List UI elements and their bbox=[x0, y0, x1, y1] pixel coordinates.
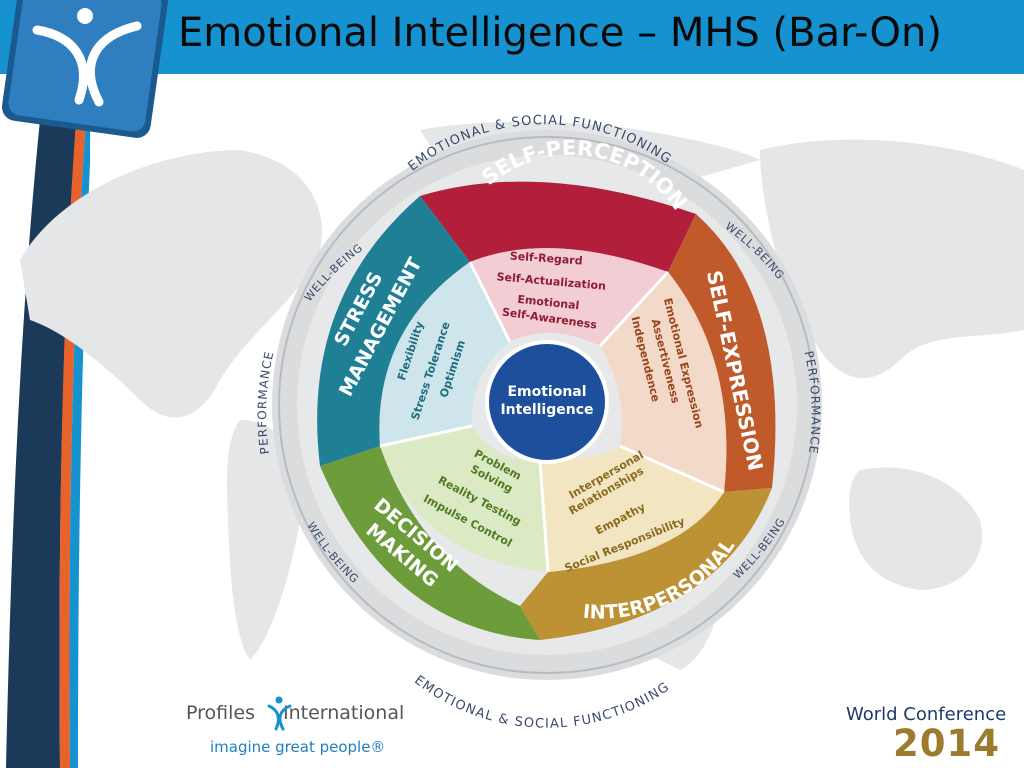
figure-logo-icon bbox=[32, 8, 142, 107]
segment-stress-management bbox=[317, 196, 470, 466]
label-emotional-social-bottom: EMOTIONAL & SOCIAL FUNCTIONING bbox=[411, 673, 672, 732]
inner-self-perception bbox=[470, 248, 668, 346]
brand-name-right: International bbox=[282, 702, 405, 724]
inner-decision-making bbox=[380, 426, 548, 572]
brand-logo-tile bbox=[1, 0, 169, 138]
title-bar bbox=[0, 0, 1024, 74]
subscale-emotional: Emotional bbox=[517, 293, 580, 312]
segment-interpersonal bbox=[520, 488, 772, 640]
segment-self-expression bbox=[668, 214, 776, 492]
tagline: imagine great people® bbox=[210, 738, 386, 756]
subscale-self-regard: Self-Regard bbox=[509, 249, 583, 267]
inner-stress-management bbox=[379, 262, 510, 446]
conference-label: World Conference bbox=[846, 704, 1007, 725]
segment-self-perception bbox=[420, 181, 696, 272]
center-circle bbox=[485, 340, 609, 464]
inner-self-expression bbox=[600, 272, 727, 492]
segment-decision-making bbox=[320, 446, 540, 640]
brand-name-left: Profiles bbox=[186, 702, 255, 724]
brand-name: Profiles International bbox=[186, 702, 404, 724]
slide-title: Emotional Intelligence – MHS (Bar-On) bbox=[178, 10, 942, 56]
inner-interpersonal bbox=[540, 446, 724, 572]
profiles-international-logo: Profiles International imagine great peop… bbox=[186, 696, 416, 762]
conference-year: 2014 bbox=[893, 722, 1000, 765]
figure-logo-icon bbox=[267, 696, 292, 731]
center-label-line2: Intelligence bbox=[500, 402, 593, 418]
center-label-line1: Emotional bbox=[507, 384, 586, 400]
